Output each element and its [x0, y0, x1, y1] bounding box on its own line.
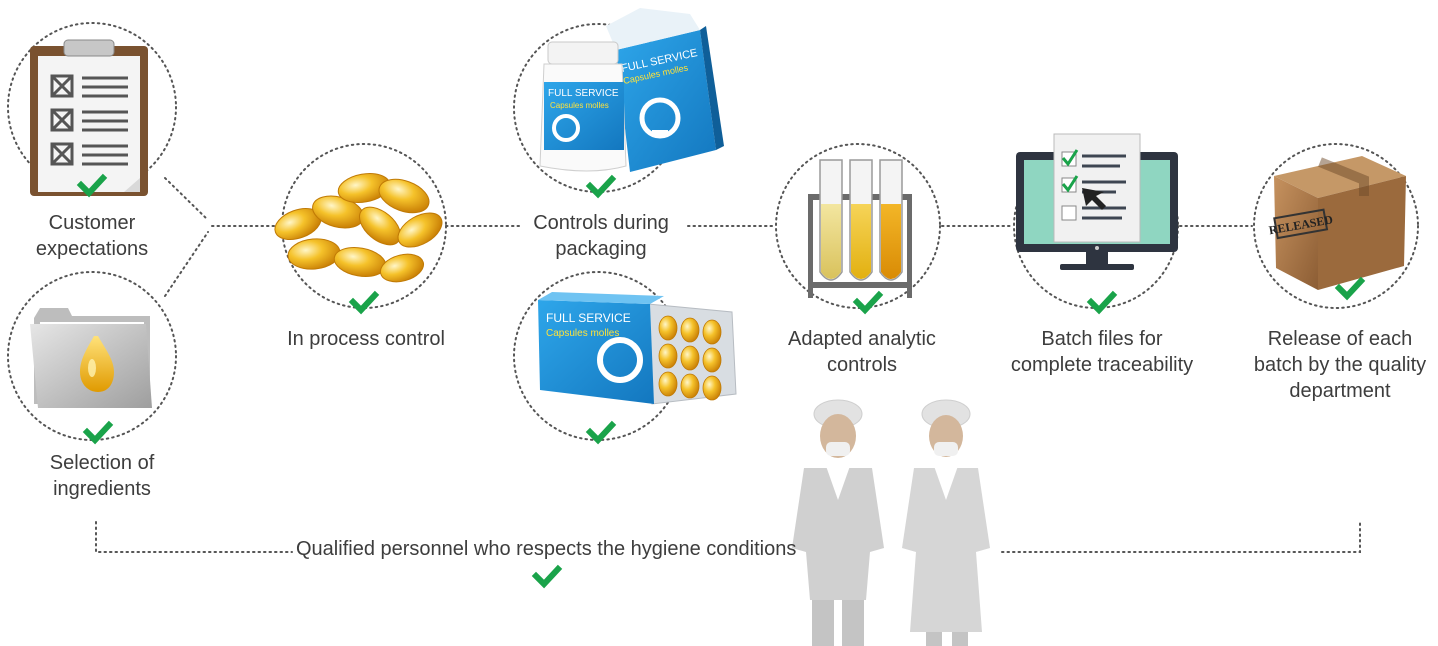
folder-drop-icon — [30, 308, 152, 408]
check-marks — [76, 173, 1366, 589]
bottle-brand-text: FULL SERVICE — [548, 88, 619, 99]
blister-pack-icon: FULL SERVICE Capsules molles — [538, 292, 737, 405]
bottle-subtitle-text: Capsules molles — [550, 101, 609, 110]
label-release-of-each-batch: Release of each batch by the quality dep… — [1253, 328, 1427, 402]
check-icon-in-process — [348, 290, 380, 315]
check-icon-analytic — [852, 290, 884, 315]
blister-subtitle-text: Capsules molles — [546, 328, 619, 339]
check-icon-packaging-bottom — [585, 420, 617, 445]
label-customer-expectations: Customer expectations — [35, 212, 149, 260]
label-adapted-analytic-controls: Adapted analytic controls — [788, 328, 936, 376]
staff-figures-icon — [792, 399, 990, 646]
test-tubes-icon — [808, 159, 912, 298]
check-icon-batch-files — [1086, 290, 1118, 315]
label-qualified-personnel: Qualified personnel who respects the hyg… — [296, 538, 797, 560]
circle-release — [1253, 143, 1419, 309]
monitor-checklist-icon — [1016, 133, 1178, 270]
label-selection-of-ingredients: Selection of ingredients — [49, 452, 155, 500]
staff-man — [792, 399, 884, 646]
check-icon-release — [1334, 276, 1366, 301]
label-in-process-control: In process control — [287, 328, 445, 350]
connector-lines — [95, 177, 1361, 553]
connector-ingredients — [164, 231, 209, 297]
check-icon-customer — [76, 173, 108, 198]
label-batch-files: Batch files for complete traceability — [1010, 328, 1194, 376]
cursor-arrow-icon — [1082, 188, 1106, 210]
clipboard-icon — [30, 39, 148, 196]
bottle-and-box-icon: FULL SERVICE Capsules molles FULL SERVIC… — [539, 8, 724, 172]
check-icon-ingredients — [82, 420, 114, 445]
released-box-icon: RELEASED — [1268, 156, 1406, 290]
check-icon-personnel — [531, 564, 563, 589]
label-controls-during-packaging: Controls during packaging — [533, 212, 669, 260]
check-icon-packaging-top — [585, 174, 617, 199]
staff-woman — [902, 399, 990, 646]
bracket-right — [1001, 521, 1361, 553]
bracket-left — [95, 521, 293, 553]
softgel-capsules-icon — [274, 172, 443, 283]
connector-customer — [164, 177, 209, 221]
circle-analytic — [775, 143, 941, 309]
blister-brand-text: FULL SERVICE — [546, 311, 631, 325]
